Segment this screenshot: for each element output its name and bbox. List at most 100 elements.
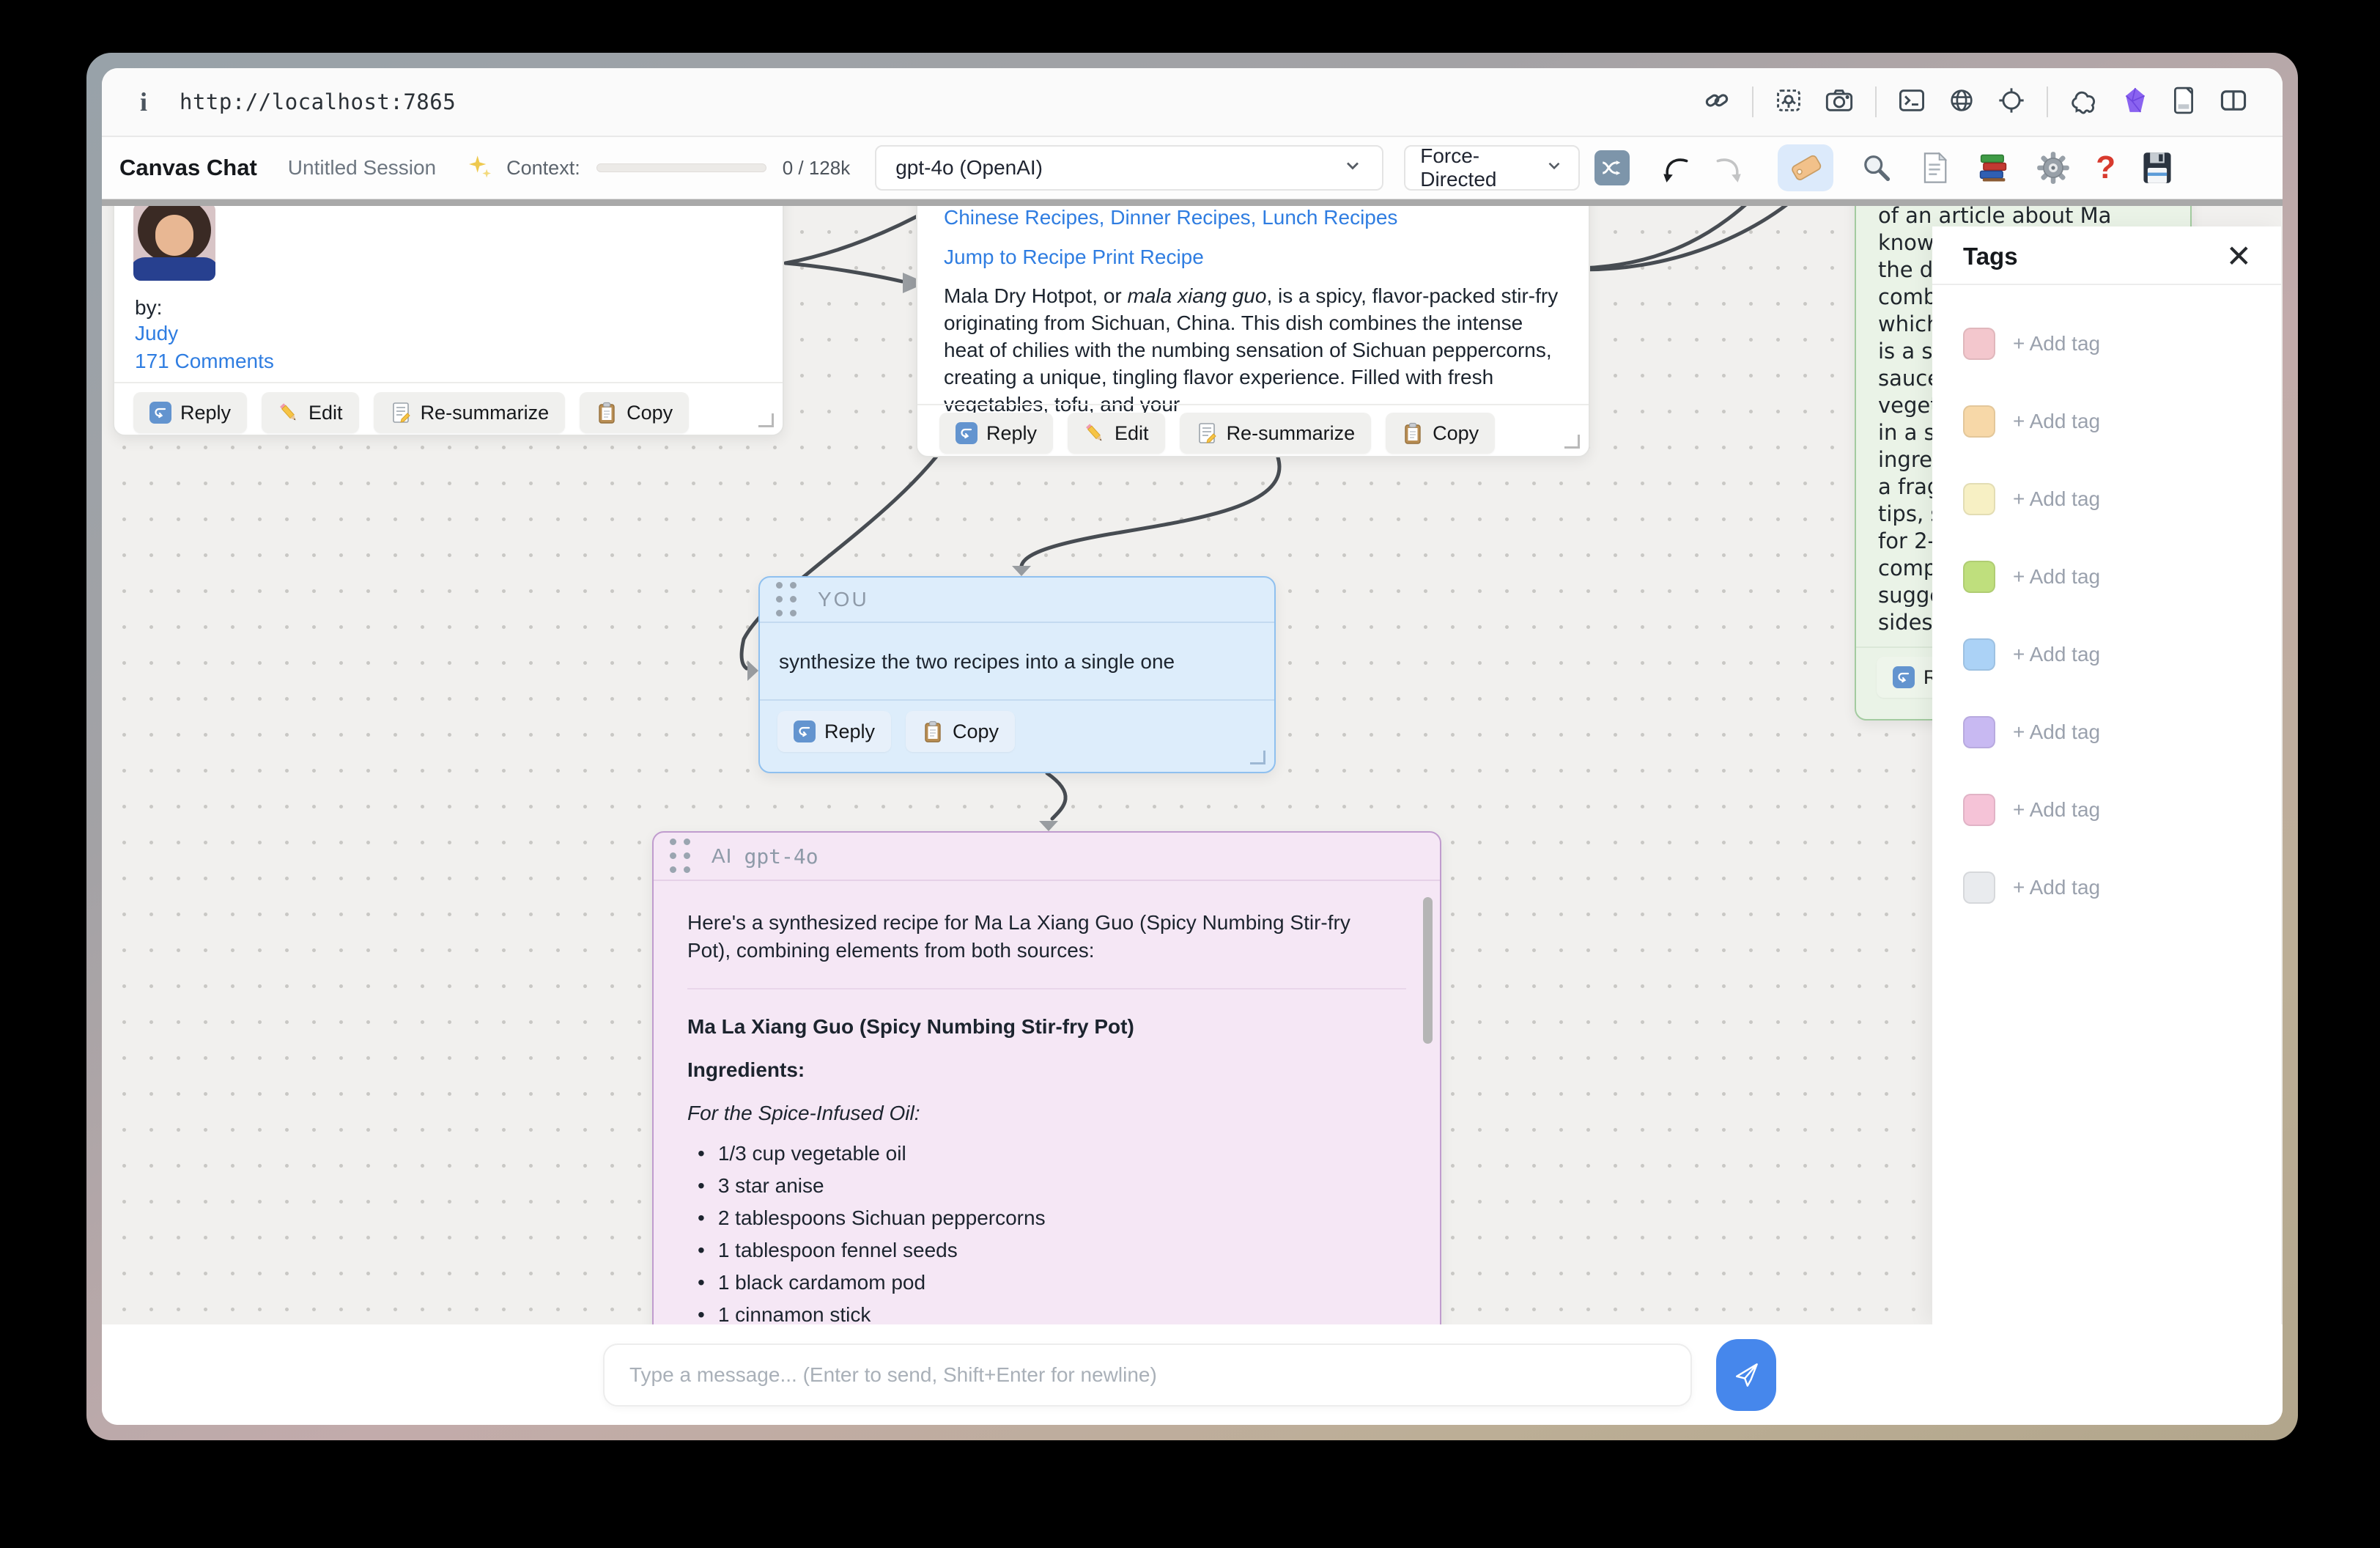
- message-input[interactable]: [603, 1344, 1692, 1407]
- memo-icon: [1198, 423, 1216, 443]
- copy-button[interactable]: Copy: [906, 711, 1016, 752]
- canvas-scroll-strip: [102, 199, 2283, 206]
- add-tag-button[interactable]: + Add tag: [2013, 720, 2101, 743]
- gem-icon[interactable]: [2121, 85, 2149, 119]
- author-node[interactable]: by: Judy 171 Comments Reply Edit Re-summ…: [113, 199, 784, 436]
- books-icon[interactable]: [1976, 150, 2011, 185]
- globe-icon[interactable]: [1947, 86, 1976, 119]
- add-tag-button[interactable]: + Add tag: [2013, 332, 2101, 355]
- graph-canvas[interactable]: by: Judy 171 Comments Reply Edit Re-summ…: [102, 199, 2283, 1324]
- recipe-category-links[interactable]: Chinese Recipes, Dinner Recipes, Lunch R…: [944, 206, 1398, 229]
- copy-button[interactable]: Copy: [1386, 413, 1496, 454]
- ai-response-node[interactable]: AI gpt-4o Here's a synthesized recipe fo…: [652, 831, 1441, 1324]
- ingredient-item: •3 star anise: [698, 1174, 824, 1197]
- add-tag-button[interactable]: + Add tag: [2013, 565, 2101, 588]
- user-message-node[interactable]: YOU synthesize the two recipes into a si…: [758, 576, 1276, 773]
- redo-button[interactable]: [1712, 151, 1745, 185]
- reply-label: Reply: [180, 401, 232, 424]
- tag-color-swatch[interactable]: [1963, 561, 1995, 593]
- cloud-extension-icon[interactable]: [2069, 86, 2101, 119]
- document-icon[interactable]: [2170, 85, 2198, 119]
- drag-handle-icon[interactable]: [776, 582, 797, 617]
- reply-label: Reply: [824, 720, 876, 742]
- edit-button[interactable]: Edit: [1068, 413, 1165, 454]
- close-icon[interactable]: ✕: [2225, 239, 2252, 273]
- reply-button[interactable]: Reply: [939, 413, 1054, 454]
- drag-handle-icon[interactable]: [670, 838, 691, 874]
- divider: [687, 988, 1406, 989]
- reply-icon: [794, 720, 816, 742]
- author-name-link[interactable]: Judy: [135, 322, 179, 344]
- tag-color-swatch[interactable]: [1963, 483, 1995, 515]
- copy-button[interactable]: Copy: [580, 392, 690, 433]
- edge-recipe-to-you: [1019, 455, 1282, 568]
- search-icon[interactable]: [1858, 150, 1893, 185]
- node-header: YOU: [760, 578, 1274, 623]
- tag-row: + Add tag: [1932, 635, 2281, 674]
- context-progress-bar: [596, 163, 766, 172]
- resize-handle[interactable]: [758, 413, 774, 427]
- tag-row: + Add tag: [1932, 558, 2281, 596]
- resize-handle[interactable]: [1250, 751, 1265, 764]
- camera-icon[interactable]: [1824, 86, 1855, 119]
- node-scrollbar[interactable]: [1423, 897, 1433, 1044]
- model-select-value: gpt-4o (OpenAI): [895, 156, 1043, 179]
- add-tag-button[interactable]: + Add tag: [2013, 643, 2101, 666]
- tag-color-swatch[interactable]: [1963, 638, 1995, 671]
- send-button[interactable]: [1716, 1339, 1776, 1411]
- reply-button[interactable]: Reply: [777, 711, 892, 752]
- add-tag-button[interactable]: + Add tag: [2013, 798, 2101, 821]
- divider: [114, 382, 783, 383]
- info-icon[interactable]: i: [140, 87, 148, 117]
- copy-label: Copy: [627, 401, 673, 424]
- recipe-body-italic: mala xiang guo: [1127, 284, 1267, 307]
- resize-handle[interactable]: [1564, 435, 1580, 449]
- split-view-icon[interactable]: [2218, 86, 2249, 119]
- recipe-node[interactable]: Chinese Recipes, Dinner Recipes, Lunch R…: [916, 199, 1590, 457]
- resummarize-button[interactable]: Re-summarize: [1179, 413, 1372, 454]
- undo-button[interactable]: [1659, 151, 1693, 185]
- crosshair-icon[interactable]: [1997, 86, 2026, 119]
- layout-select[interactable]: Force-Directed: [1404, 144, 1581, 191]
- session-title[interactable]: Untitled Session: [287, 156, 437, 179]
- author-comments-link[interactable]: 171 Comments: [135, 350, 274, 372]
- edit-label: Edit: [1115, 421, 1149, 444]
- summary-line: sides.: [1878, 610, 1940, 635]
- reply-button[interactable]: Reply: [133, 392, 248, 433]
- summary-line: of an article about Ma: [1878, 203, 2112, 228]
- reply-icon: [1893, 666, 1915, 688]
- tags-panel: Tags ✕ + Add tag + Add tag + Add tag + A…: [1932, 226, 2281, 1324]
- gear-icon[interactable]: [2036, 150, 2071, 185]
- help-icon[interactable]: ?: [2096, 150, 2116, 185]
- reply-label: Reply: [986, 421, 1038, 444]
- ai-intro: Here's a synthesized recipe for Ma La Xi…: [687, 911, 1350, 962]
- edit-button[interactable]: Edit: [262, 392, 359, 433]
- link-icon[interactable]: [1702, 86, 1732, 119]
- app-title: Canvas Chat: [119, 155, 257, 180]
- tag-row: + Add tag: [1932, 791, 2281, 829]
- tag-color-swatch[interactable]: [1963, 794, 1995, 826]
- resummarize-button[interactable]: Re-summarize: [373, 392, 566, 433]
- tag-color-swatch[interactable]: [1963, 405, 1995, 438]
- tag-color-swatch[interactable]: [1963, 716, 1995, 748]
- layout-select-value: Force-Directed: [1420, 144, 1497, 191]
- add-tag-button[interactable]: + Add tag: [2013, 410, 2101, 432]
- tag-row: + Add tag: [1932, 869, 2281, 907]
- url-text[interactable]: http://localhost:7865: [180, 89, 457, 114]
- tag-color-swatch[interactable]: [1963, 871, 1995, 904]
- shuffle-layout-button[interactable]: [1594, 150, 1630, 185]
- add-tag-button[interactable]: + Add tag: [2013, 876, 2101, 899]
- page-icon[interactable]: [1918, 150, 1951, 185]
- terminal-icon[interactable]: [1897, 86, 1926, 119]
- app-window-frame: i http://localhost:7865 Canvas Chat Unti…: [86, 53, 2298, 1440]
- image-icon[interactable]: [1774, 86, 1803, 119]
- recipe-jump-links[interactable]: Jump to Recipe Print Recipe: [944, 246, 1204, 268]
- model-select[interactable]: gpt-4o (OpenAI): [875, 145, 1384, 191]
- tags-toggle-button[interactable]: [1778, 144, 1834, 191]
- ingredient-item: •2 tablespoons Sichuan peppercorns: [698, 1206, 1046, 1229]
- node-role-label: AI: [712, 844, 733, 867]
- ai-section-heading: Ingredients:: [687, 1058, 805, 1081]
- tag-color-swatch[interactable]: [1963, 328, 1995, 360]
- save-icon[interactable]: [2140, 150, 2174, 185]
- add-tag-button[interactable]: + Add tag: [2013, 487, 2101, 510]
